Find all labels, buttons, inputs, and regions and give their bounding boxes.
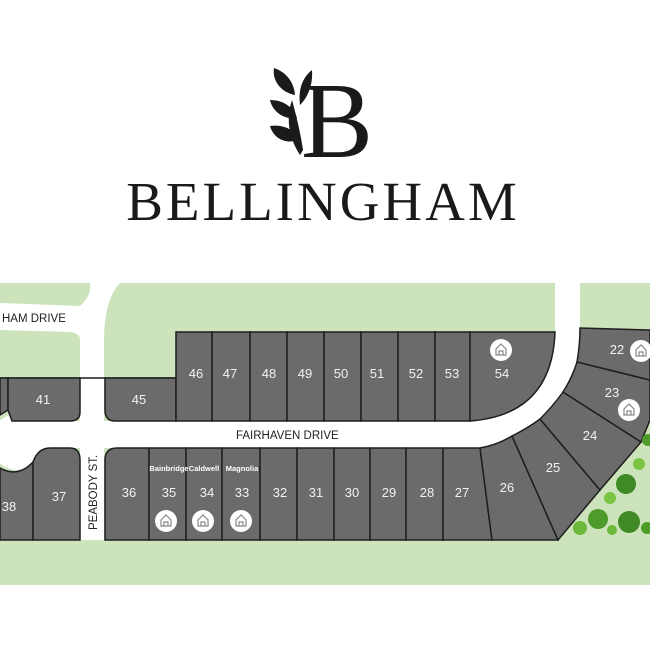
lot-41[interactable] — [7, 377, 81, 422]
lot-53[interactable] — [434, 331, 471, 422]
cul-de-sac — [0, 414, 46, 470]
lot-number: 41 — [36, 392, 50, 407]
lot-number: 26 — [500, 480, 514, 495]
lot-number: 51 — [370, 366, 384, 381]
lot-number: 48 — [262, 366, 276, 381]
lot-number: 27 — [455, 485, 469, 500]
lot-number: 38 — [2, 499, 16, 514]
lot-48[interactable] — [249, 331, 288, 422]
lot-number: 54 — [495, 366, 509, 381]
lot-number: 50 — [334, 366, 348, 381]
lot-number: 35 — [162, 485, 176, 500]
lot-number: 46 — [189, 366, 203, 381]
model-name-caldwell: Caldwell — [189, 464, 219, 473]
lot-number: 45 — [132, 392, 146, 407]
lot-52[interactable] — [397, 331, 436, 422]
lot-number: 33 — [235, 485, 249, 500]
lot-number: 23 — [605, 385, 619, 400]
home-icon[interactable] — [618, 399, 640, 421]
lot-numbers: 41 45 46 47 48 49 50 51 52 53 54 22 23 2… — [2, 342, 624, 514]
lot-45[interactable] — [104, 377, 177, 422]
lot-number: 25 — [546, 460, 560, 475]
lot-number: 32 — [273, 485, 287, 500]
lot-number: 52 — [409, 366, 423, 381]
lot-number: 34 — [200, 485, 214, 500]
tree-icon — [573, 434, 650, 535]
lower-lots — [0, 327, 650, 542]
road-label-peabody-st: PEABODY ST. — [88, 455, 100, 530]
lot-number: 49 — [298, 366, 312, 381]
lot-number: 22 — [610, 342, 624, 357]
logo-monogram: B — [301, 62, 373, 181]
road-label-ham-drive: HAM DRIVE — [2, 313, 66, 325]
lot-number: 29 — [382, 485, 396, 500]
home-icon[interactable] — [630, 340, 650, 362]
lot-number: 53 — [445, 366, 459, 381]
lot-37[interactable] — [32, 447, 81, 541]
lot-47[interactable] — [211, 331, 251, 422]
lot-number: 24 — [583, 428, 597, 443]
lot-22[interactable] — [576, 327, 650, 381]
lot-31[interactable] — [296, 447, 335, 541]
upper-lots — [0, 331, 556, 422]
lot-number: 30 — [345, 485, 359, 500]
lot-number: 28 — [420, 485, 434, 500]
home-icon[interactable] — [490, 339, 512, 361]
model-name-magnolia: Magnolia — [226, 464, 259, 473]
bellingham-logo: B BELLINGHAM — [126, 62, 520, 232]
lot-number: 47 — [223, 366, 237, 381]
lot-number: 31 — [309, 485, 323, 500]
lot-number: 37 — [52, 489, 66, 504]
lot-50[interactable] — [323, 331, 362, 422]
leaf-icon — [270, 68, 313, 155]
home-icon[interactable] — [230, 510, 252, 532]
lot-number: 36 — [122, 485, 136, 500]
lot-30[interactable] — [333, 447, 371, 541]
model-name-bainbridge: Bainbridge — [149, 464, 188, 473]
ham-drive-road — [0, 283, 120, 540]
lot-40[interactable] — [0, 377, 9, 416]
logo-wordmark: BELLINGHAM — [126, 171, 520, 232]
home-icon[interactable] — [192, 510, 214, 532]
lot-46[interactable] — [175, 331, 213, 422]
home-icon[interactable] — [155, 510, 177, 532]
lot-23[interactable] — [561, 361, 650, 444]
lot-28[interactable] — [405, 447, 444, 541]
fairhaven-road — [0, 421, 480, 448]
road-label-fairhaven-drive: FAIRHAVEN DRIVE — [236, 430, 339, 442]
